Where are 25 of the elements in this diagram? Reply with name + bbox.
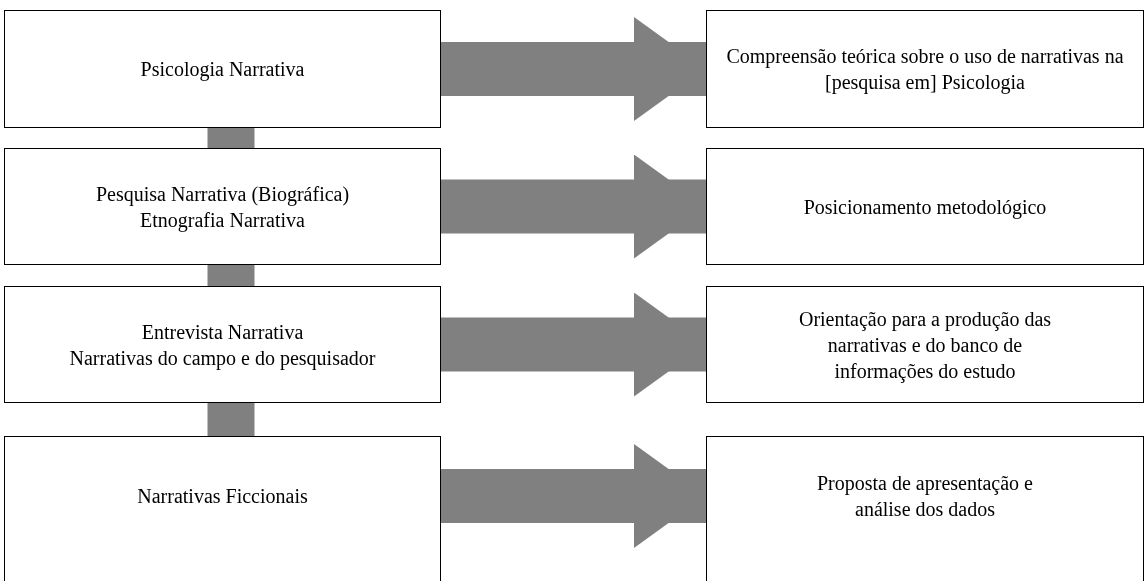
box-text: Etnografia Narrativa — [140, 207, 305, 233]
box-text: Narrativas Ficcionais — [137, 484, 308, 509]
box-text: Pesquisa Narrativa (Biográfica) — [95, 181, 350, 207]
text-box — [4, 286, 441, 403]
box-text: Entrevista Narrativa — [141, 319, 304, 345]
text-box — [706, 10, 1144, 128]
text-box — [4, 10, 441, 128]
connector-bar — [207, 265, 255, 286]
block-arrow — [441, 292, 706, 397]
text-box — [4, 436, 441, 581]
block-arrow — [441, 444, 706, 548]
connector-bar — [207, 403, 255, 436]
block-arrow — [441, 154, 706, 259]
box-text: Psicologia Narrativa — [140, 57, 305, 82]
text-box — [4, 148, 441, 265]
box-text: Proposta de apresentação e análise dos dados — [816, 471, 1034, 522]
box-text: Orientação para a produção das narrativas e do banco de informações do estudo — [797, 306, 1053, 384]
text-box — [706, 436, 1144, 581]
box-text: Compreensão teórica sobre o uso de narrativas na [pesquisa em] Psicologia — [725, 44, 1125, 95]
box-text: Narrativas do campo e do pesquisador — [69, 345, 376, 371]
text-box — [706, 286, 1144, 403]
connector-bar — [207, 128, 255, 148]
block-arrow — [441, 17, 706, 121]
text-box — [706, 148, 1144, 265]
box-text: Posicionamento metodológico — [803, 194, 1047, 220]
